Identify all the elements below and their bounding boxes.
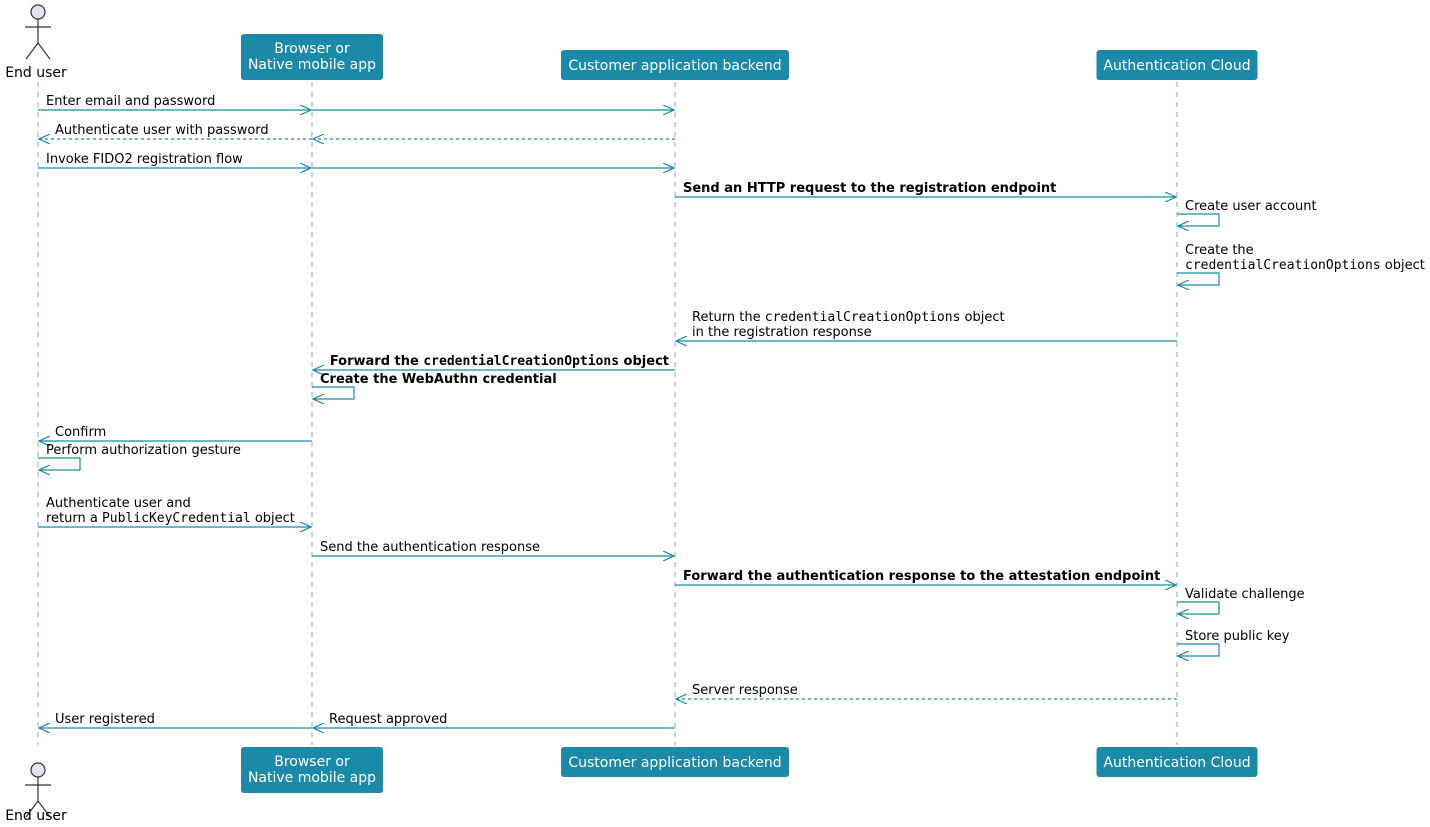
participant-label: Native mobile app: [248, 57, 376, 73]
message-label: Server response: [692, 683, 798, 698]
message-label: Forward the authentication response to t…: [683, 569, 1160, 584]
message-7: Return the credentialCreationOptions obj…: [676, 310, 1177, 341]
message-16: Store public key: [1177, 629, 1290, 656]
message-label: Send an HTTP request to the registration…: [683, 181, 1056, 196]
message-label: Return the credentialCreationOptions obj…: [692, 310, 1005, 325]
self-message-arrow: [1177, 213, 1220, 226]
message-label: Confirm: [55, 425, 106, 440]
message-19: Request approved: [313, 712, 675, 728]
participant-label: Customer application backend: [568, 58, 781, 74]
self-message-arrow: [1177, 643, 1220, 656]
self-message-arrow: [312, 386, 355, 399]
participant-backend-bottom: Customer application backend: [561, 747, 789, 777]
participant-label: Authentication Cloud: [1103, 58, 1250, 74]
participant-backend-top: Customer application backend: [561, 50, 789, 80]
message-label: Validate challenge: [1185, 587, 1305, 602]
message-label: Create user account: [1185, 199, 1317, 214]
message-2: Authenticate user with password: [39, 123, 675, 139]
message-14: Forward the authentication response to t…: [675, 569, 1176, 585]
message-15: Validate challenge: [1177, 587, 1305, 614]
actor-user-top: End user: [5, 4, 67, 81]
message-3: Invoke FIDO2 registration flow: [38, 152, 674, 168]
message-label: Invoke FIDO2 registration flow: [46, 152, 243, 167]
message-10: Confirm: [39, 425, 312, 441]
message-label: Forward the credentialCreationOptions ob…: [330, 354, 669, 369]
self-message-arrow: [1177, 272, 1220, 285]
message-label: Send the authentication response: [320, 540, 540, 555]
actor-icon: [30, 4, 46, 20]
message-13: Send the authentication response: [312, 540, 674, 556]
message-17: Server response: [676, 683, 1177, 699]
message-5: Create user account: [1177, 199, 1317, 226]
participant-cloud-bottom: Authentication Cloud: [1096, 747, 1258, 777]
actor-label: End user: [5, 65, 67, 81]
message-label: Create the: [1185, 243, 1254, 258]
message-label: return a PublicKeyCredential object: [46, 511, 295, 526]
message-label: Request approved: [329, 712, 447, 727]
message-8: Forward the credentialCreationOptions ob…: [313, 354, 675, 370]
actor-label: End user: [5, 808, 67, 824]
message-label: Store public key: [1185, 629, 1290, 644]
message-label: in the registration response: [692, 325, 872, 340]
message-label: Authenticate user and: [46, 496, 191, 511]
message-label: credentialCreationOptions object: [1185, 258, 1425, 273]
self-message-arrow: [38, 457, 81, 470]
self-message-arrow: [1177, 601, 1220, 614]
actor-icon: [30, 762, 46, 778]
message-label: Create the WebAuthn credential: [320, 372, 557, 387]
participant-label: Customer application backend: [568, 755, 781, 771]
message-label: Authenticate user with password: [55, 123, 269, 138]
message-18: User registered: [39, 712, 312, 728]
participant-label: Browser or: [274, 754, 350, 770]
participant-label: Native mobile app: [248, 770, 376, 786]
message-1: Enter email and password: [38, 94, 674, 110]
participant-cloud-top: Authentication Cloud: [1096, 50, 1258, 80]
message-label: Enter email and password: [46, 94, 215, 109]
actor-user-bottom: End user: [5, 762, 67, 824]
message-label: User registered: [55, 712, 155, 727]
participant-label: Authentication Cloud: [1103, 755, 1250, 771]
participant-label: Browser or: [274, 41, 350, 57]
message-11: Perform authorization gesture: [38, 443, 241, 470]
message-label: Perform authorization gesture: [46, 443, 241, 458]
message-9: Create the WebAuthn credential: [312, 372, 557, 399]
message-4: Send an HTTP request to the registration…: [675, 181, 1176, 197]
